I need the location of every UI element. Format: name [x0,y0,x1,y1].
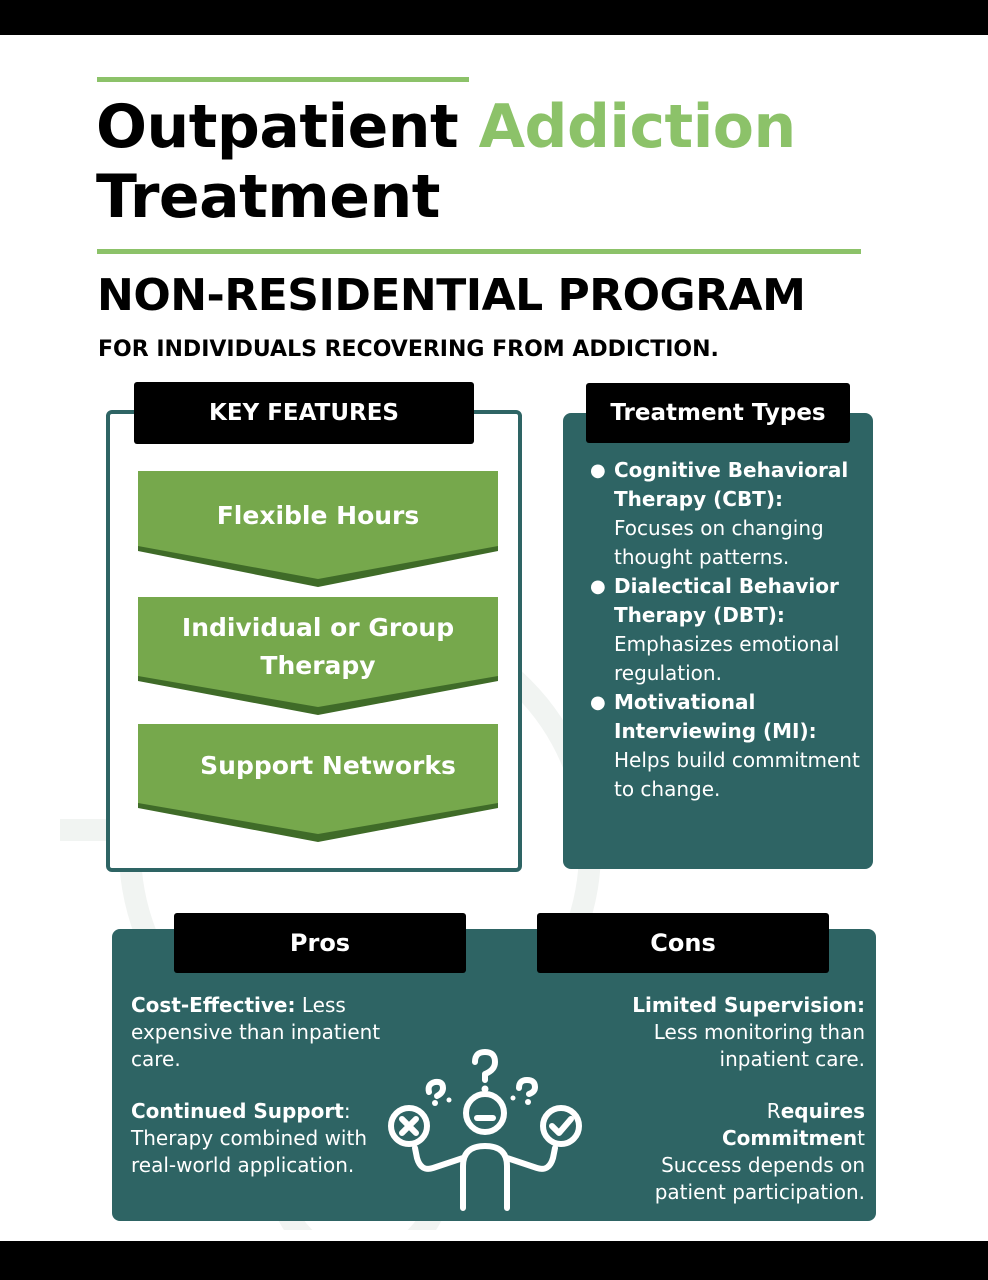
cons-desc: Success depends on patient participation… [654,1153,865,1204]
pros-name: Continued Support [131,1099,344,1123]
page-title: Outpatient Addiction Treatment [96,92,956,232]
check-circle-icon [540,1105,582,1147]
bullet-icon: ● [590,576,606,597]
cons-item-supervision: Limited Supervision: Less monitoring than… [590,992,865,1073]
pros-desc: Less expensive than inpatient care. [131,993,381,1071]
page-subtitle: NON-RESIDENTIAL PROGRAM [97,270,806,321]
pros-item-support: Continued Support: Therapy combined with … [131,1098,391,1179]
treatment-name: Motivational Interviewing (MI): [614,690,817,743]
treatment-name: Cognitive Behavioral Therapy (CBT): [614,458,849,511]
title-part1: Outpatient [96,92,479,162]
treatment-desc: Emphasizes emotional regulation. [614,632,840,685]
pros-desc: Therapy combined with real-world applica… [131,1126,367,1177]
cons-name-1: equires [780,1099,865,1123]
title-line2: Treatment [96,162,440,232]
x-circle-icon [388,1105,430,1147]
bullet-icon: ● [590,460,606,481]
page-tagline: FOR INDIVIDUALS RECOVERING FROM ADDICTIO… [98,337,719,362]
pros-item-cost: Cost-Effective: Less expensive than inpa… [131,992,391,1073]
list-item: ● Cognitive Behavioral Therapy (CBT): Fo… [590,456,866,572]
cons-pre: R [766,1099,781,1123]
pros-cons-panel [112,929,876,1221]
treatment-types-header: Treatment Types [586,383,850,443]
treatment-name: Dialectical Behavior Therapy (DBT): [614,574,839,627]
feature-label: Support Networks [200,751,456,780]
bullet-icon: ● [590,692,606,713]
pros-header: Pros [174,913,466,973]
cons-name: Limited Supervision: [632,993,865,1017]
cons-post: t [857,1126,865,1150]
question-mark-icon [472,1049,498,1083]
treatment-types-list: ● Cognitive Behavioral Therapy (CBT): Fo… [590,456,866,804]
feature-chevron-therapy: Individual or Group Therapy [138,597,498,717]
list-item: ● Motivational Interviewing (MI): Helps … [590,688,866,804]
treatment-desc: Focuses on changing thought patterns. [614,516,824,569]
pros-sep: : [343,1099,351,1123]
treatment-types-panel [563,413,873,869]
cons-name-2: Commitmen [722,1126,858,1150]
accent-line-bottom [97,249,861,254]
accent-line-top [97,77,469,82]
bottom-bar [0,1241,988,1280]
feature-label: Individual or Group Therapy [181,613,455,680]
top-bar [0,0,988,35]
feature-chevron-flexible-hours: Flexible Hours [138,471,498,589]
feature-chevron-support-networks: Support Networks [138,724,498,844]
treatment-desc: Helps build commitment to change. [614,748,860,801]
list-item: ● Dialectical Behavior Therapy (DBT): Em… [590,572,866,688]
key-features-header: KEY FEATURES [134,382,474,444]
cons-header: Cons [537,913,829,973]
title-accent: Addiction [478,92,797,162]
confused-person-icon [388,1049,582,1211]
feature-label: Flexible Hours [216,501,420,530]
cons-desc: Less monitoring than inpatient care. [653,1020,865,1071]
pros-name: Cost-Effective: [131,993,296,1017]
